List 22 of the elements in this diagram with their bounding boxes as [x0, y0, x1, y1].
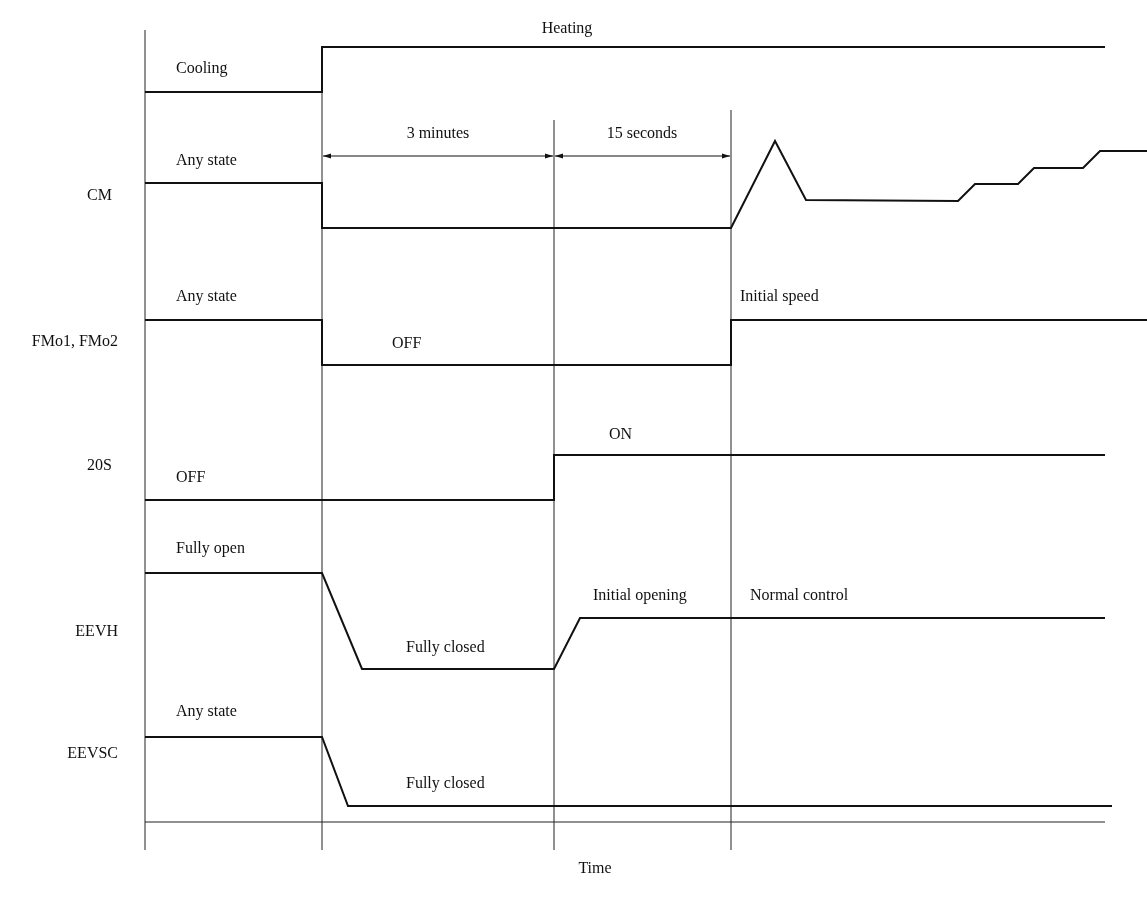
- state-label: Fully closed: [406, 639, 485, 655]
- state-label: Initial opening: [593, 587, 687, 603]
- signal-name: 20S: [87, 457, 112, 473]
- signal-name: FMo1, FMo2: [31, 333, 118, 349]
- axis-label: Time: [578, 860, 612, 876]
- state-label: Normal control: [750, 587, 849, 603]
- duration-label: 15 seconds: [606, 125, 678, 141]
- state-label: Any state: [176, 152, 237, 168]
- state-label: Any state: [176, 288, 237, 304]
- state-label: Fully closed: [406, 775, 485, 791]
- state-label: ON: [609, 426, 633, 442]
- mode-label: Cooling: [176, 60, 228, 76]
- signal-name: EEVSC: [67, 745, 118, 761]
- signal-name: EEVH: [75, 623, 118, 639]
- signal-name: CM: [87, 187, 112, 203]
- state-label: Any state: [176, 703, 237, 719]
- state-label: Initial speed: [740, 288, 819, 304]
- state-label: OFF: [392, 335, 422, 351]
- duration-label: 3 minutes: [406, 125, 470, 141]
- state-label: Fully open: [176, 540, 245, 556]
- mode-label: Heating: [541, 20, 593, 36]
- state-label: OFF: [176, 469, 206, 485]
